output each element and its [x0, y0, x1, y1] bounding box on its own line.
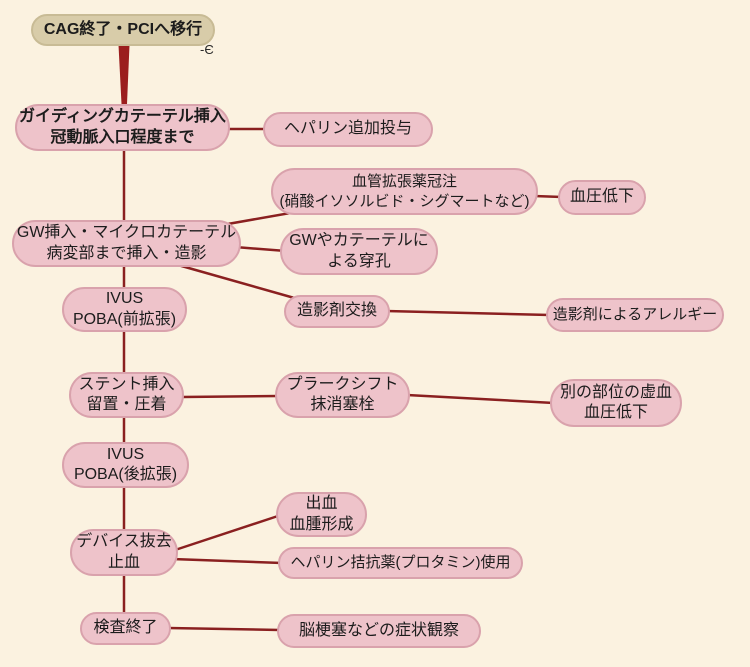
- edge-device-bleeding: [171, 513, 282, 553]
- edge-plaque-ischemia: [406, 393, 555, 405]
- node-contrast-exchange: 造影剤交換: [284, 295, 390, 328]
- edge-device-protamine: [171, 557, 283, 565]
- start-arrow: [118, 45, 130, 104]
- edge-gw-perforation: [234, 245, 287, 253]
- node-start: CAG終了・PCIへ移行: [31, 14, 215, 46]
- node-protamine: ヘパリン拮抗薬(プロタミン)使用: [278, 547, 523, 579]
- edge-stent-plaque: [181, 394, 279, 399]
- node-plaque-shift: プラークシフト 抹消塞栓: [275, 372, 410, 418]
- node-vasodilator: 血管拡張薬冠注 (硝酸イソソルビド・シグマートなど): [271, 168, 538, 215]
- node-exam-end: 検査終了: [80, 612, 171, 645]
- node-perforation: GWやカテーテルに よる穿孔: [280, 228, 438, 275]
- stray-mark: -Є: [200, 42, 214, 57]
- node-stent: ステント挿入 留置・圧着: [69, 372, 184, 418]
- node-other-ischemia: 別の部位の虚血 血圧低下: [550, 379, 682, 427]
- node-contrast-allergy: 造影剤によるアレルギー: [546, 298, 724, 332]
- edge-contrast-exchange-allergy: [385, 309, 551, 317]
- node-hypotension: 血圧低下: [558, 180, 646, 215]
- edge-vasodilator-hypotension: [533, 194, 563, 199]
- node-bleeding: 出血 血腫形成: [276, 492, 367, 537]
- node-device-removal: デバイス抜去 止血: [70, 529, 178, 576]
- node-guiding-catheter: ガイディングカテーテル挿入 冠動脈入口程度まで: [15, 104, 230, 151]
- node-ivus-pre: IVUS POBA(前拡張): [62, 287, 187, 332]
- edge-exam-stroke-obs: [167, 626, 281, 632]
- node-stroke-observation: 脳梗塞などの症状観察: [277, 614, 481, 648]
- edge-gw-contrast-exchange: [177, 263, 313, 305]
- node-gw-insert: GW挿入・マイクロカテーテル 病変部まで挿入・造影: [12, 220, 241, 267]
- node-heparin-add: ヘパリン追加投与: [263, 112, 433, 147]
- node-ivus-post: IVUS POBA(後拡張): [62, 442, 189, 488]
